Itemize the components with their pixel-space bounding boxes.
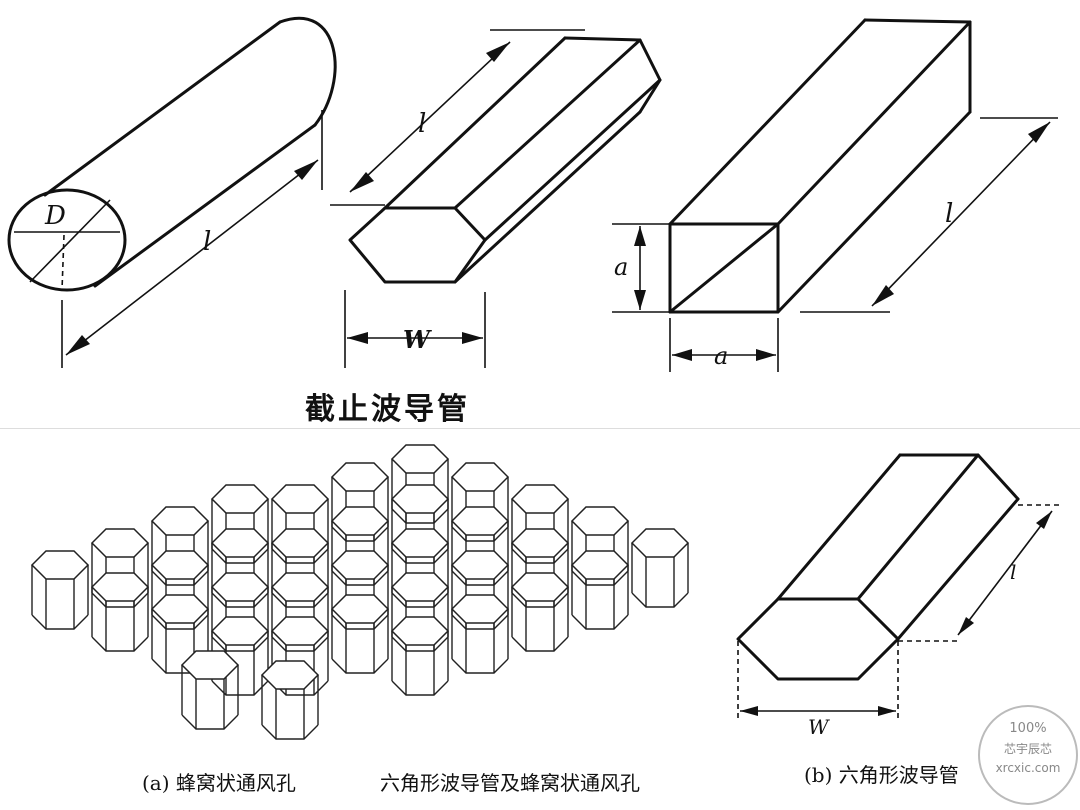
cutoff-waveguides-panel: D l l bbox=[7, 16, 1058, 427]
caption-b-prefix: (b) bbox=[804, 763, 833, 787]
square-waveguide: a a l bbox=[612, 18, 1058, 372]
caption-a-prefix: (a) bbox=[142, 771, 170, 795]
watermark-line2: 芯宇辰芯 bbox=[1003, 742, 1052, 756]
hex-width-label: W bbox=[403, 325, 432, 354]
cylindrical-waveguide: D l bbox=[7, 16, 337, 368]
honeycomb-panel: W l (a) 蜂窝状通风孔 六角形波导管及蜂窝状通风孔 (b) 六角形波导管 bbox=[0, 428, 1080, 810]
caption-b-text: 六角形波导管 bbox=[838, 763, 959, 787]
caption-b: (b) 六角形波导管 bbox=[804, 759, 959, 788]
diameter-label: D bbox=[44, 201, 66, 231]
caption-a: (a) 蜂窝状通风孔 bbox=[142, 767, 296, 796]
cutoff-waveguides-drawing: D l l bbox=[7, 16, 1058, 372]
honeycomb-drawing: W l bbox=[31, 444, 1060, 740]
watermark-line1: 100% bbox=[1009, 721, 1047, 736]
hexagonal-waveguide: l W bbox=[330, 29, 662, 368]
single-hex-waveguide: W l bbox=[736, 453, 1060, 739]
watermark-seal: 100% 芯宇辰芯 xrcxic.com bbox=[978, 705, 1078, 805]
honeycomb-vents bbox=[31, 444, 689, 740]
square-side-horizontal-label: a bbox=[714, 342, 728, 370]
square-length-label: l bbox=[945, 199, 953, 229]
cylinder-length-label: l bbox=[203, 227, 211, 257]
watermark-line3: xrcxic.com bbox=[995, 761, 1061, 775]
square-side-vertical-label: a bbox=[614, 253, 628, 281]
hex-b-length-label: l bbox=[1010, 560, 1016, 584]
caption-main: 六角形波导管及蜂窝状通风孔 bbox=[380, 771, 640, 795]
figure-title: 截止波导管 bbox=[305, 392, 470, 427]
hex-length-label: l bbox=[418, 109, 426, 139]
hex-b-width-label: W bbox=[808, 715, 830, 739]
caption-a-text: 蜂窝状通风孔 bbox=[175, 771, 296, 795]
